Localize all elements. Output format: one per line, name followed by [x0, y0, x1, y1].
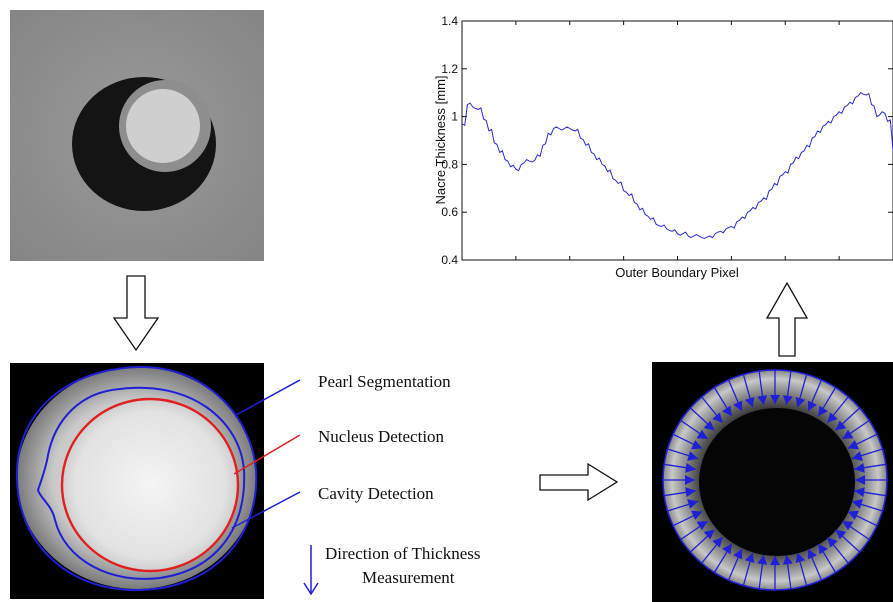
measurement-arrowhead: [703, 420, 715, 431]
measurement-arrowhead: [847, 440, 859, 450]
direction-arrow-icon: [303, 545, 319, 596]
y-tick-label: 1.4: [441, 14, 458, 28]
measurement-arrowhead: [712, 412, 723, 423]
y-tick-label: 0.8: [441, 157, 458, 171]
measurement-arrowhead: [842, 521, 854, 531]
measurement-arrowhead: [691, 510, 703, 520]
nucleus-leader-line: [233, 434, 301, 475]
y-tick-label: 0.4: [441, 253, 458, 267]
measurement-arrowhead: [795, 397, 806, 408]
measurement-arrowhead: [854, 463, 865, 473]
measurement-arrowhead: [782, 555, 793, 565]
measurement-arrowhead: [685, 487, 696, 497]
measurement-arrowhead: [835, 420, 847, 431]
y-tick-label: 1: [451, 110, 458, 124]
measurement-arrowhead: [842, 429, 854, 439]
measurement-arrowhead: [854, 487, 865, 497]
thickness-measurement-image: [652, 362, 893, 602]
segmented-pearl-image: [10, 363, 264, 599]
chart-plot-area: [461, 20, 893, 261]
pearl-nucleus: [126, 89, 200, 163]
measurement-vectors: [663, 370, 887, 590]
label-direction-line2: Measurement: [362, 568, 455, 587]
measurement-arrowhead: [807, 400, 817, 411]
measurement-arrowhead: [685, 463, 696, 473]
chart-xlabel: Outer Boundary Pixel: [615, 265, 739, 280]
label-cavity-detection: Cavity Detection: [318, 484, 434, 503]
measurement-arrowhead: [712, 537, 723, 548]
series-line: [461, 92, 893, 240]
pearl-segmentation-outline: [15, 365, 258, 592]
measurement-arrowhead: [733, 400, 743, 411]
right-arrow-icon: [539, 462, 619, 502]
label-direction-line1: Direction of Thickness: [325, 544, 480, 563]
measurement-arrowhead: [687, 451, 699, 461]
nucleus-detection-circle: [60, 397, 240, 573]
measurement-arrowhead: [770, 556, 780, 565]
measurement-arrowhead: [782, 395, 793, 405]
chart-ylabel: Nacre Thickness [mm]: [433, 75, 448, 204]
measurement-arrowhead: [757, 395, 768, 405]
measurement-arrowhead: [795, 552, 806, 563]
down-arrow-icon: [112, 275, 160, 352]
measurement-arrowhead: [818, 543, 828, 555]
measurement-arrowhead: [851, 451, 863, 461]
label-pearl-segmentation: Pearl Segmentation: [318, 372, 451, 391]
measurement-arrowhead: [827, 412, 838, 423]
label-nucleus-detection: Nucleus Detection: [318, 427, 445, 446]
measurement-arrowhead: [703, 529, 715, 540]
measurement-arrowhead: [733, 549, 743, 560]
measurement-arrowhead: [722, 405, 732, 417]
thickness-chart: 0.4 0.6 0.8 1 1.2 1.4 Nacre Thickness [mm] Ou…: [433, 14, 893, 280]
measurement-arrowhead: [744, 552, 755, 563]
measurement-arrowhead: [835, 529, 847, 540]
y-tick-label: 1.2: [441, 62, 458, 76]
measurement-arrowhead: [696, 521, 708, 531]
cavity-leader-line: [231, 491, 301, 529]
measurement-arrowhead: [722, 543, 732, 555]
measurement-arrowhead: [696, 429, 708, 439]
measurement-arrowhead: [757, 555, 768, 565]
cavity-detection-outline: [36, 386, 246, 580]
measurement-arrowhead: [770, 395, 780, 404]
measurement-arrowhead: [807, 549, 817, 560]
y-tick-label: 0.6: [441, 205, 458, 219]
measurement-arrowhead: [851, 499, 863, 509]
measurement-arrowhead: [744, 397, 755, 408]
measurement-arrowhead: [855, 475, 865, 485]
measurement-arrowhead: [691, 440, 703, 450]
measurement-arrowhead: [687, 499, 699, 509]
measurement-arrowhead: [847, 510, 859, 520]
measurement-arrowhead: [685, 475, 695, 485]
measurement-arrowhead: [818, 405, 828, 417]
pearl-leader-line: [235, 379, 301, 416]
measurement-arrowhead: [827, 537, 838, 548]
raw-xray-image: [10, 10, 264, 261]
up-arrow-icon: [765, 281, 809, 357]
